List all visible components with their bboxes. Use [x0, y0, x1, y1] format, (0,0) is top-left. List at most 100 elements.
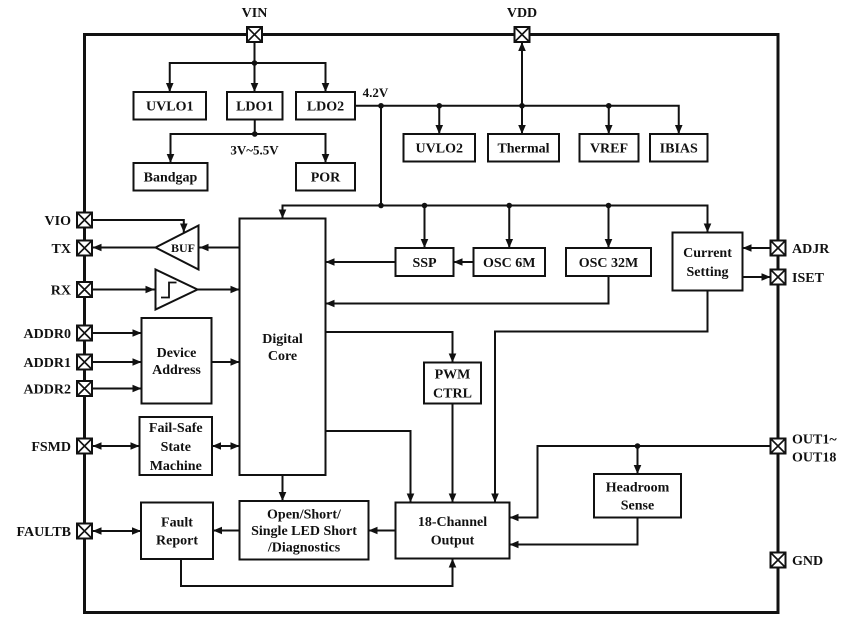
wire-adjr-to-current-end-arrowhead: [742, 244, 752, 252]
wire-v42-rail: [355, 104, 680, 134]
wire-addr2-line-end-arrowhead: [132, 384, 142, 393]
wire-devaddr-to-core-end-arrowhead: [230, 358, 240, 366]
block-bandgap: Bandgap: [132, 162, 209, 192]
pin-gnd-label: GND: [792, 554, 823, 569]
pin-iset-label: ISET: [792, 271, 825, 286]
block-fail-safe-state-machine-label: Machine: [150, 459, 202, 474]
schmitt-triangle: [154, 267, 200, 312]
pin-out-label: OUT1~: [792, 433, 837, 448]
chip-boundary: [83, 33, 780, 614]
wire-osc32m-drop-end-arrowhead: [604, 239, 613, 248]
wire-fault-to-output-end-arrowhead: [448, 558, 457, 568]
pin-faultb-label: FAULTB: [17, 525, 71, 540]
pin-fsmd-label: FSMD: [31, 440, 71, 455]
block-pwm-ctrl-label: CTRL: [433, 386, 472, 401]
junction-dot: [605, 202, 612, 209]
wire-fsmd-link-start-arrowhead: [92, 442, 102, 450]
block-por: POR: [295, 162, 356, 192]
block-pwm-ctrl: PWM CTRL: [423, 361, 482, 405]
block-uvlo2: UVLO2: [402, 133, 476, 163]
junction-dot: [251, 60, 258, 66]
schmitt-trigger-symbol: [154, 267, 200, 312]
wire-v42-rail-end-arrowhead: [674, 125, 683, 134]
block-fault-report: Fault Report: [140, 501, 214, 560]
pin-faultb: FAULTB: [17, 522, 93, 540]
block-open-short-diagnostics-label: Single LED Short: [251, 524, 357, 539]
wire-addr0-line-end-arrowhead: [132, 329, 142, 337]
block-vref-label: VREF: [590, 142, 628, 157]
wires: [92, 42, 771, 587]
wire-vio-to-buffer: [92, 219, 185, 233]
wire-core-to-pwm-end-arrowhead: [448, 353, 457, 363]
block-vref: VREF: [578, 133, 640, 163]
block-ldo1-label: LDO1: [236, 100, 273, 115]
junction-dot: [634, 443, 641, 449]
wire-uvlo2-drop-end-arrowhead: [435, 125, 444, 134]
wire-fsm-core-link-end-arrowhead: [230, 442, 240, 450]
wire-pwm-to-output-end-arrowhead: [448, 493, 457, 503]
pin-out: OUT1~ OUT18: [769, 433, 837, 466]
pin-addr1: ADDR1: [24, 353, 93, 371]
block-uvlo2-label: UVLO2: [416, 142, 463, 157]
junction-dot: [605, 102, 612, 109]
block-bandgap-label: Bandgap: [144, 171, 198, 186]
wire-headroom-drop-end-arrowhead: [633, 465, 642, 474]
block-18-channel-output: 18-Channel Output: [394, 501, 511, 560]
block-osc-32m: OSC 32M: [565, 247, 652, 277]
hysteresis-icon: [161, 281, 177, 299]
wire-osc32m-to-core-end-arrowhead: [325, 299, 335, 308]
wire-headroom-to-output-end-arrowhead: [509, 540, 519, 549]
block-fault-report-label: Fault: [161, 516, 193, 531]
pin-rx: RX: [51, 281, 93, 299]
wire-fsm-core-link-start-arrowhead: [212, 442, 221, 450]
wire-osc32m-to-core: [325, 276, 610, 305]
block-18-channel-output-label: Output: [431, 534, 475, 549]
annotation-v42: 4.2V: [363, 85, 389, 100]
wire-supply-rail-end-arrowhead: [703, 223, 712, 233]
pin-tx-label: TX: [52, 242, 71, 257]
wire-ldo1-rail-start-arrowhead: [166, 154, 175, 163]
block-uvlo1: UVLO1: [132, 91, 207, 121]
block-ssp: SSP: [394, 247, 455, 277]
pin-addr2-label: ADDR2: [24, 383, 71, 398]
blocks: UVLO1 LDO1 LDO2 Bandgap POR UVLO2 Therma…: [132, 91, 744, 561]
wire-addr1-line-end-arrowhead: [132, 358, 142, 366]
block-fail-safe-state-machine-label: State: [161, 440, 191, 455]
block-device-address-label: Address: [152, 363, 201, 378]
block-por-label: POR: [311, 171, 341, 186]
wire-buffer-to-tx-end-arrowhead: [92, 243, 102, 252]
block-pwm-ctrl-label: PWM: [435, 367, 471, 382]
pin-addr0-label: ADDR0: [24, 327, 71, 342]
wire-ssp-drop-end-arrowhead: [420, 239, 429, 248]
buffer-symbol: BUF: [153, 223, 200, 272]
block-uvlo1-label: UVLO1: [146, 100, 193, 115]
pin-vin-label: VIN: [242, 6, 268, 21]
junction-dots: [251, 60, 641, 449]
block-ssp-label: SSP: [412, 256, 437, 271]
wire-diag-to-fault-end-arrowhead: [213, 526, 222, 535]
wire-supply-rail: [281, 204, 709, 233]
block-thermal: Thermal: [487, 133, 560, 163]
pin-addr0: ADDR0: [24, 324, 93, 342]
block-current-setting: Current Setting: [671, 231, 744, 292]
pin-gnd: GND: [769, 551, 823, 569]
block-current-setting-label: Setting: [687, 265, 729, 280]
pin-vdd-label: VDD: [507, 6, 537, 21]
block-ibias: IBIAS: [649, 133, 709, 163]
junction-dot: [506, 202, 513, 209]
block-open-short-diagnostics-label: /Diagnostics: [267, 541, 341, 556]
buffer-label: BUF: [171, 241, 195, 255]
junction-dot: [378, 202, 384, 209]
pin-tx: TX: [52, 239, 93, 257]
wire-vin-rail-start-arrowhead: [165, 83, 174, 92]
wire-osc6m-to-ssp-end-arrowhead: [453, 258, 463, 266]
pin-out-label: OUT18: [792, 451, 836, 466]
pin-adjr: ADJR: [769, 239, 830, 257]
block-digital-core-label: Core: [268, 349, 297, 364]
pin-addr1-label: ADDR1: [24, 356, 71, 371]
wire-core-to-output-end-arrowhead: [406, 493, 415, 503]
pins: VIN VDD VIO TX RX ADDR0: [17, 6, 838, 569]
pin-vdd: VDD: [507, 6, 537, 43]
wire-core-to-pwm: [325, 331, 454, 363]
